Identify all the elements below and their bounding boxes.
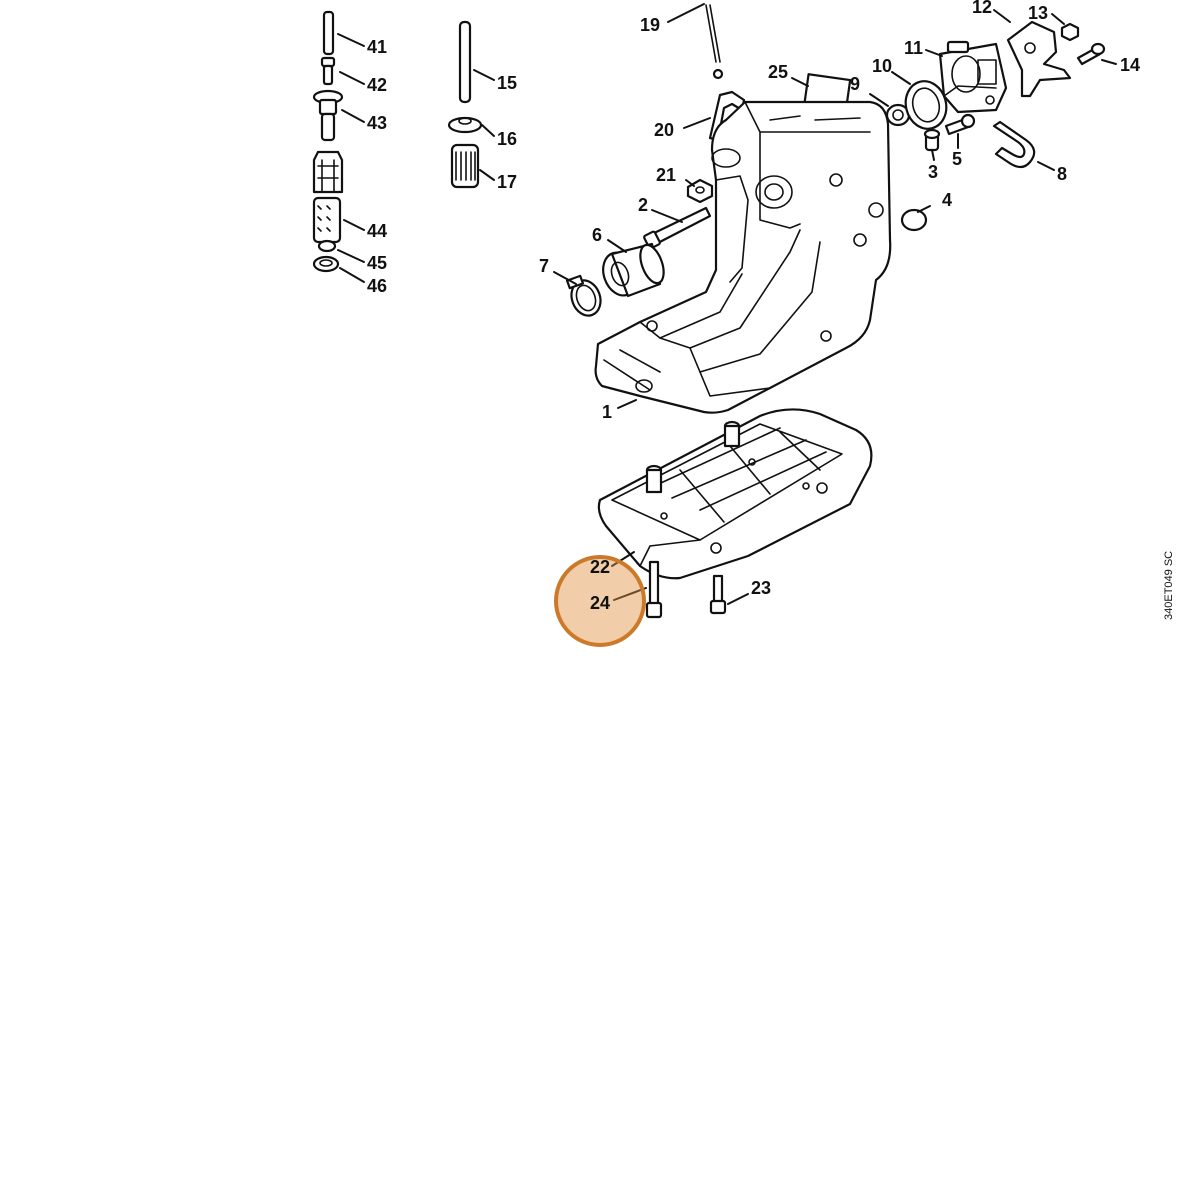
label-15[interactable]: 15: [497, 73, 517, 93]
label-21[interactable]: 21: [656, 165, 676, 185]
label-24[interactable]: 24: [590, 593, 610, 613]
label-11[interactable]: 11: [904, 38, 923, 58]
drawing-code: 340ET049 SC: [1163, 551, 1175, 620]
label-25[interactable]: 25: [768, 62, 788, 82]
part-23-screw[interactable]: [709, 574, 727, 615]
part-5-screw[interactable]: [944, 113, 976, 136]
part-number-labels: 41 42 43 44 45 46 15 16 17 19 20 21 2 6 …: [367, 0, 1140, 613]
label-45[interactable]: 45: [367, 253, 387, 273]
label-17[interactable]: 17: [497, 172, 517, 192]
label-1[interactable]: 1: [602, 402, 612, 422]
label-44[interactable]: 44: [367, 221, 387, 241]
label-8[interactable]: 8: [1057, 164, 1067, 184]
label-43[interactable]: 43: [367, 113, 387, 133]
label-42[interactable]: 42: [367, 75, 387, 95]
part-45-cap[interactable]: [317, 239, 337, 253]
label-2[interactable]: 2: [638, 195, 648, 215]
label-41[interactable]: 41: [367, 37, 387, 57]
label-5[interactable]: 5: [952, 149, 962, 169]
part-6-intake-manifold[interactable]: [597, 242, 668, 300]
part-41-pickup-tube[interactable]: [322, 10, 335, 56]
part-42-fitting[interactable]: [320, 56, 336, 86]
leader-lines: [337, 3, 1117, 605]
label-13[interactable]: 13: [1028, 3, 1048, 23]
part-8-hose[interactable]: [992, 120, 1036, 169]
part-19-cable[interactable]: [705, 4, 724, 80]
label-22[interactable]: 22: [590, 557, 610, 577]
part-22-bottom-plate[interactable]: [597, 408, 873, 580]
part-17-filter[interactable]: [450, 143, 480, 189]
part-1-housing[interactable]: [594, 100, 892, 414]
part-43-valve[interactable]: [312, 89, 344, 142]
label-20[interactable]: 20: [654, 120, 674, 140]
part-3-sleeve[interactable]: [923, 128, 941, 152]
part-11-carburetor[interactable]: [938, 40, 1008, 114]
part-44-filter[interactable]: [312, 150, 344, 244]
part-7-hose-clamp[interactable]: [565, 274, 606, 320]
part-46-seal[interactable]: [312, 255, 340, 273]
part-15-tube[interactable]: [458, 20, 472, 104]
label-16[interactable]: 16: [497, 129, 517, 149]
label-4[interactable]: 4: [942, 190, 952, 210]
part-4-plug[interactable]: [900, 208, 928, 232]
label-14[interactable]: 14: [1120, 55, 1140, 75]
part-13-nut[interactable]: [1060, 22, 1080, 42]
label-9[interactable]: 9: [850, 74, 860, 94]
part-12-bracket[interactable]: [1006, 20, 1072, 98]
part-2-bolt[interactable]: [643, 206, 712, 250]
part-10-gasket[interactable]: [900, 77, 951, 134]
label-19[interactable]: 19: [640, 15, 660, 35]
label-6[interactable]: 6: [592, 225, 602, 245]
highlight-circle: [554, 555, 646, 647]
part-14-screw[interactable]: [1076, 42, 1106, 66]
label-46[interactable]: 46: [367, 276, 387, 296]
label-10[interactable]: 10: [872, 56, 892, 76]
label-7[interactable]: 7: [539, 256, 549, 276]
part-16-grommet[interactable]: [447, 116, 483, 134]
label-23[interactable]: 23: [751, 578, 771, 598]
part-24-screw[interactable]: [645, 560, 663, 619]
label-12[interactable]: 12: [972, 0, 992, 17]
label-3[interactable]: 3: [928, 162, 938, 182]
